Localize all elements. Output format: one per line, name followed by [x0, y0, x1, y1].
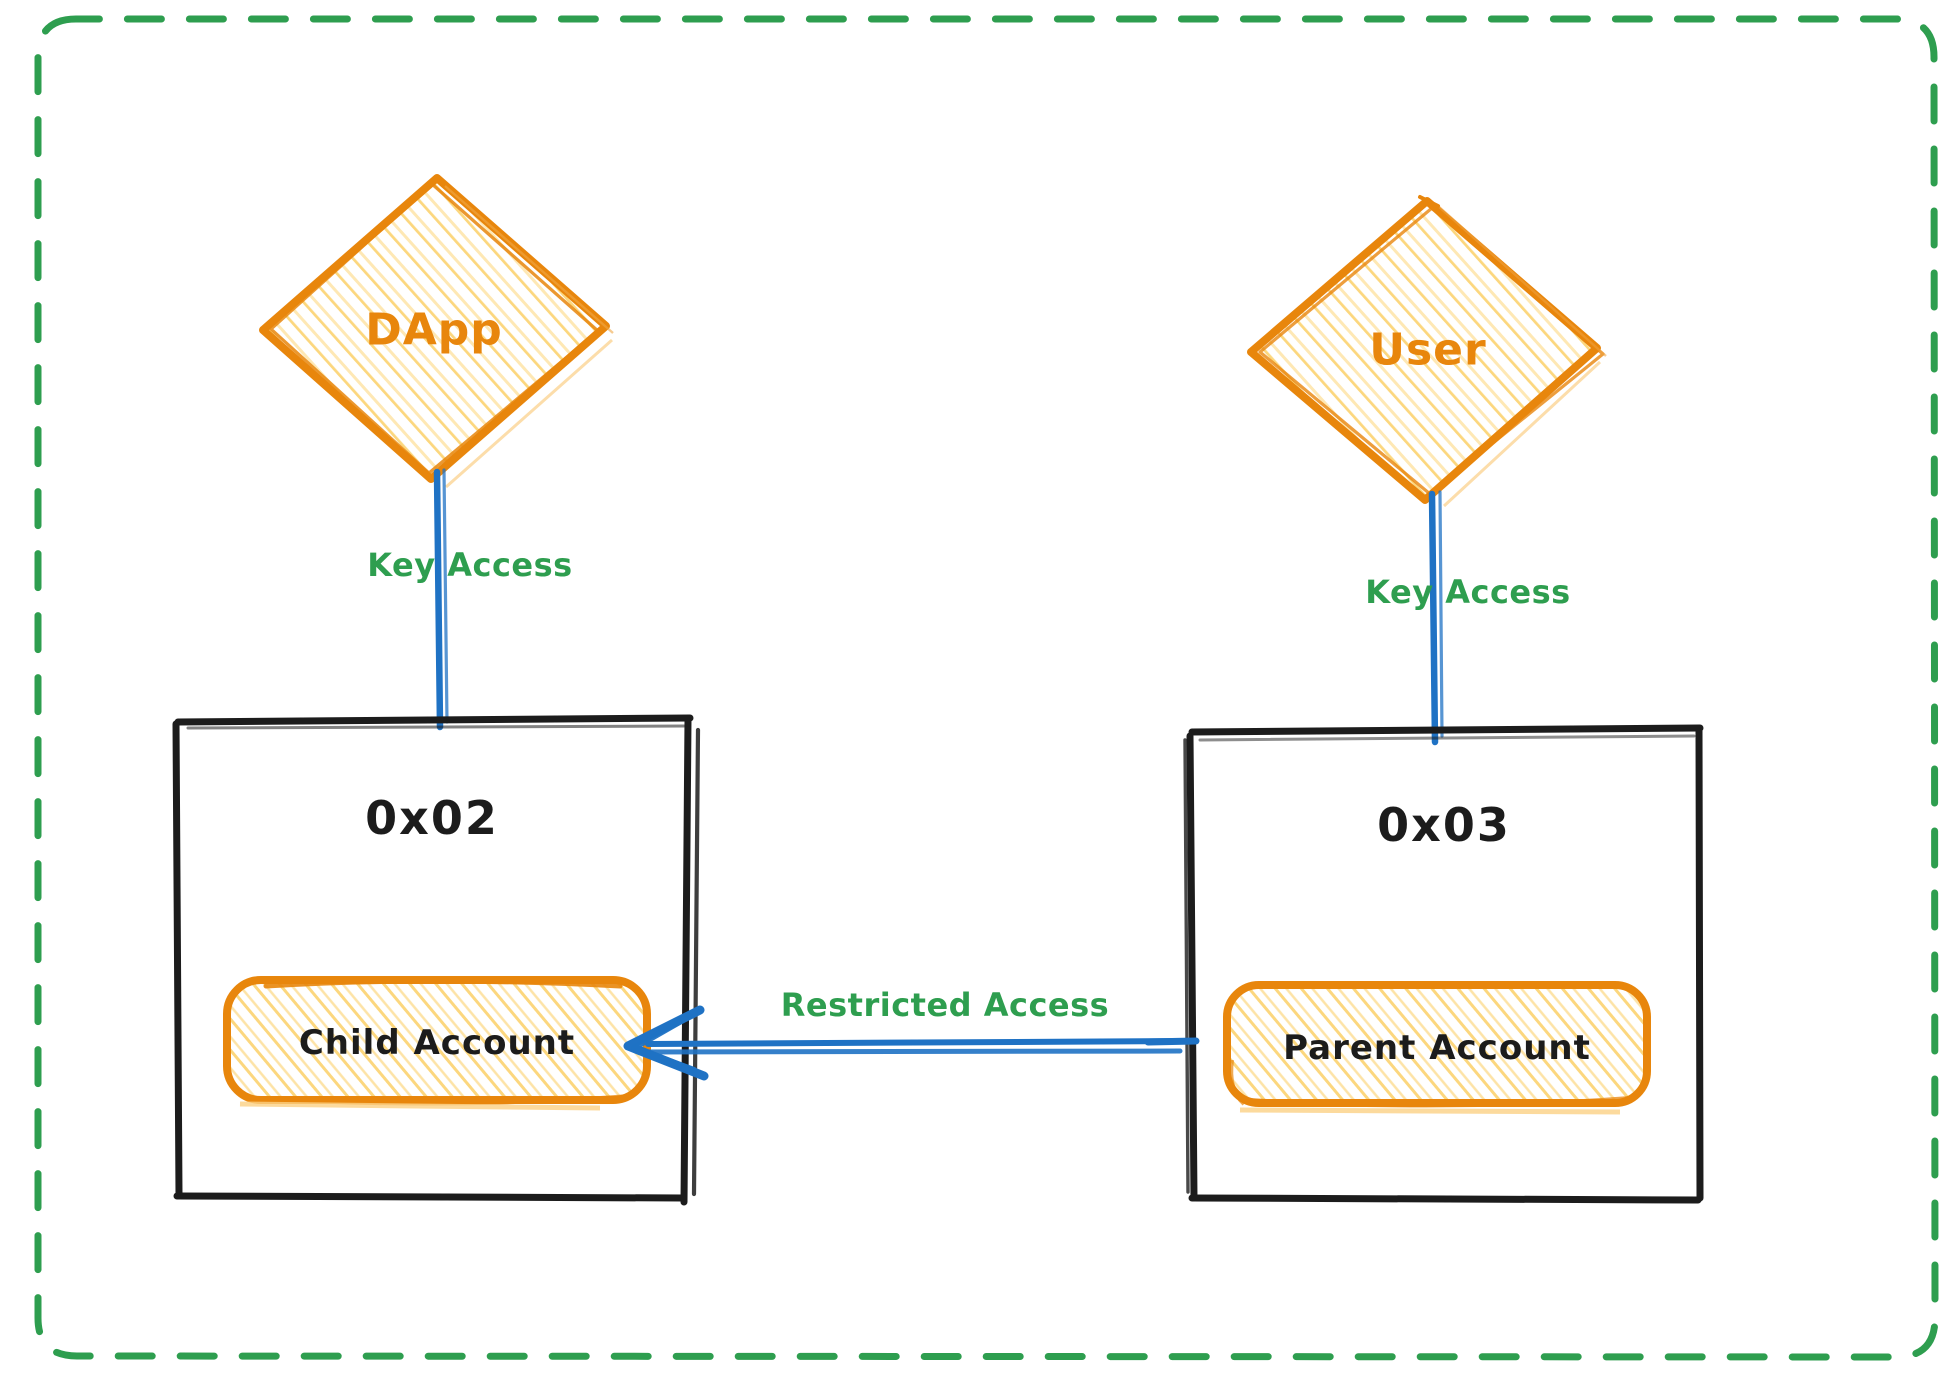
account-box-0x02[interactable]: [172, 714, 701, 1206]
edge-user-to-parent[interactable]: [1428, 490, 1444, 746]
edge-parent-to-child[interactable]: [623, 1005, 1200, 1081]
dapp-diamond[interactable]: [259, 174, 614, 489]
child-account-shape[interactable]: [223, 976, 651, 1111]
edge-dapp-to-child[interactable]: [433, 468, 449, 731]
parent-account-shape[interactable]: [1223, 981, 1651, 1115]
user-diamond[interactable]: [1247, 195, 1607, 508]
dashed-boundary: [34, 15, 1939, 1361]
account-box-0x03[interactable]: [1183, 724, 1704, 1204]
